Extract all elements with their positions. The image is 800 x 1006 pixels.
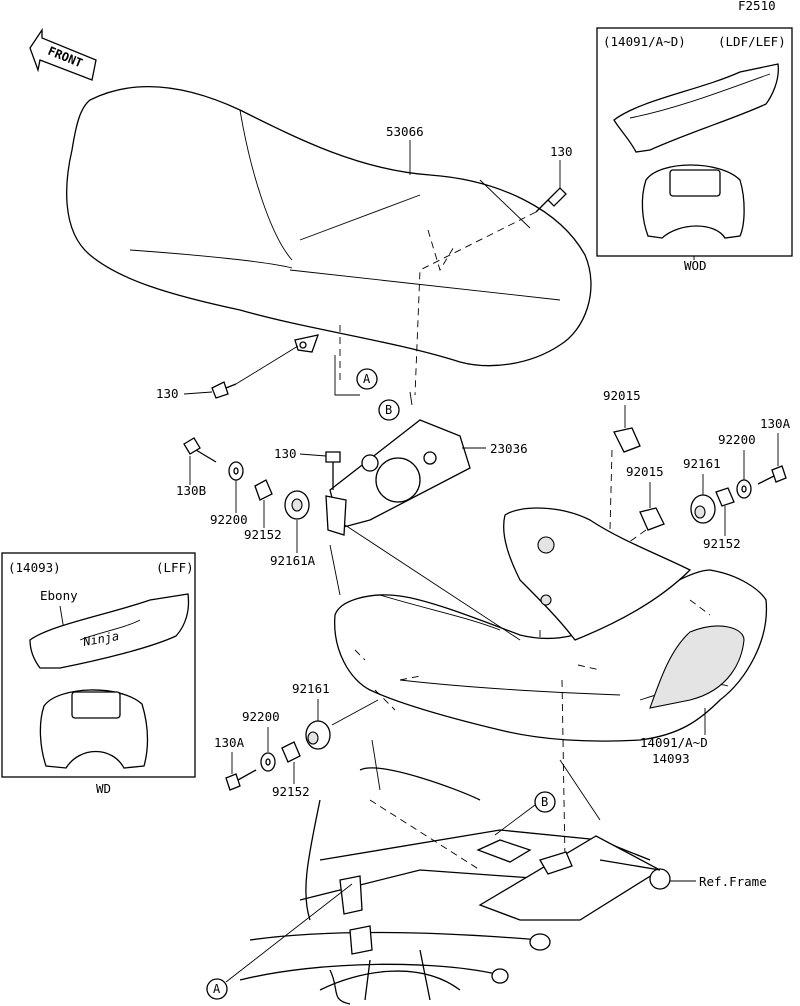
callout-collar-right: 92152: [703, 536, 741, 551]
callout-clip-mid: 92015: [626, 464, 664, 479]
inset-wd: (14093) (LFF) Ebony Ninja WD: [1, 552, 196, 796]
inset-wd-caption: WD: [96, 781, 111, 796]
svg-text:Ninja: Ninja: [81, 629, 120, 649]
damper-left[interactable]: [284, 490, 310, 520]
callout-bolt-seat-left: 130: [156, 386, 179, 401]
callout-collar-left: 92152: [244, 527, 282, 542]
bolt-130b[interactable]: [183, 437, 217, 463]
callout-damper-right: 92161: [683, 456, 721, 471]
seat-part[interactable]: [66, 86, 592, 367]
collar-lower[interactable]: [281, 741, 301, 763]
marker-b-upper: B: [378, 399, 400, 421]
figure-code: F2510: [738, 0, 776, 13]
bolt-130a-right[interactable]: [757, 465, 787, 485]
clip-mid[interactable]: [639, 507, 665, 531]
seat-bolt-left[interactable]: [211, 381, 237, 399]
inset-wd-note: Ebony: [40, 588, 78, 603]
inset-wod: (14091/A~D) (LDF/LEF) WOD: [596, 27, 793, 273]
inset-wd-variant: (LFF): [156, 560, 194, 575]
collar-left[interactable]: [254, 479, 273, 501]
bolt-130a-left[interactable]: [225, 769, 257, 791]
inset-wod-caption: WOD: [684, 258, 707, 273]
callout-washer-lower: 92200: [242, 709, 280, 724]
seat-bolt-top[interactable]: [535, 187, 567, 213]
callout-washer-left: 92200: [210, 512, 248, 527]
washer-right[interactable]: [736, 479, 752, 499]
marker-b-lower: B: [534, 791, 556, 813]
svg-text:A: A: [213, 982, 221, 996]
marker-a-upper: A: [356, 368, 378, 390]
inset-wd-ref: (14093): [8, 560, 61, 575]
washer-lower[interactable]: [260, 752, 276, 772]
callout-bolt-bracket: 130: [274, 446, 297, 461]
washer-left[interactable]: [228, 461, 244, 481]
callout-bolt-seat-top: 130: [550, 144, 573, 159]
damper-right[interactable]: [690, 494, 716, 524]
collar-right[interactable]: [715, 487, 735, 507]
callout-seat: 53066: [386, 124, 424, 139]
callout-bolt-a-left: 130A: [214, 735, 245, 750]
svg-text:A: A: [363, 372, 371, 386]
callout-bracket: 23036: [490, 441, 528, 456]
callout-damper-left: 92161A: [270, 553, 316, 568]
bracket-bolt[interactable]: [325, 451, 341, 490]
callout-bolt-b: 130B: [176, 483, 206, 498]
svg-text:B: B: [541, 795, 548, 809]
inset-wod-ref: (14091/A~D): [603, 34, 686, 49]
marker-a-lower: A: [206, 978, 228, 1000]
seat-cover-part[interactable]: [334, 507, 768, 742]
svg-text:B: B: [385, 403, 392, 417]
bracket-part[interactable]: [325, 419, 471, 536]
callout-cover-ref1: 14091/A~D: [640, 735, 708, 750]
inset-wod-variant: (LDF/LEF): [718, 34, 786, 49]
callout-frame: Ref.Frame: [699, 874, 767, 889]
frame-part: [239, 767, 671, 1005]
damper-lower[interactable]: [305, 720, 331, 750]
callout-washer-right: 92200: [718, 432, 756, 447]
callout-collar-lower: 92152: [272, 784, 310, 799]
callout-damper-lower: 92161: [292, 681, 330, 696]
callout-cover-ref2: 14093: [652, 751, 690, 766]
front-arrow-icon: FRONT: [29, 27, 97, 81]
callout-clip-top: 92015: [603, 388, 641, 403]
callout-bolt-a-right: 130A: [760, 416, 791, 431]
clip-top[interactable]: [613, 427, 641, 453]
